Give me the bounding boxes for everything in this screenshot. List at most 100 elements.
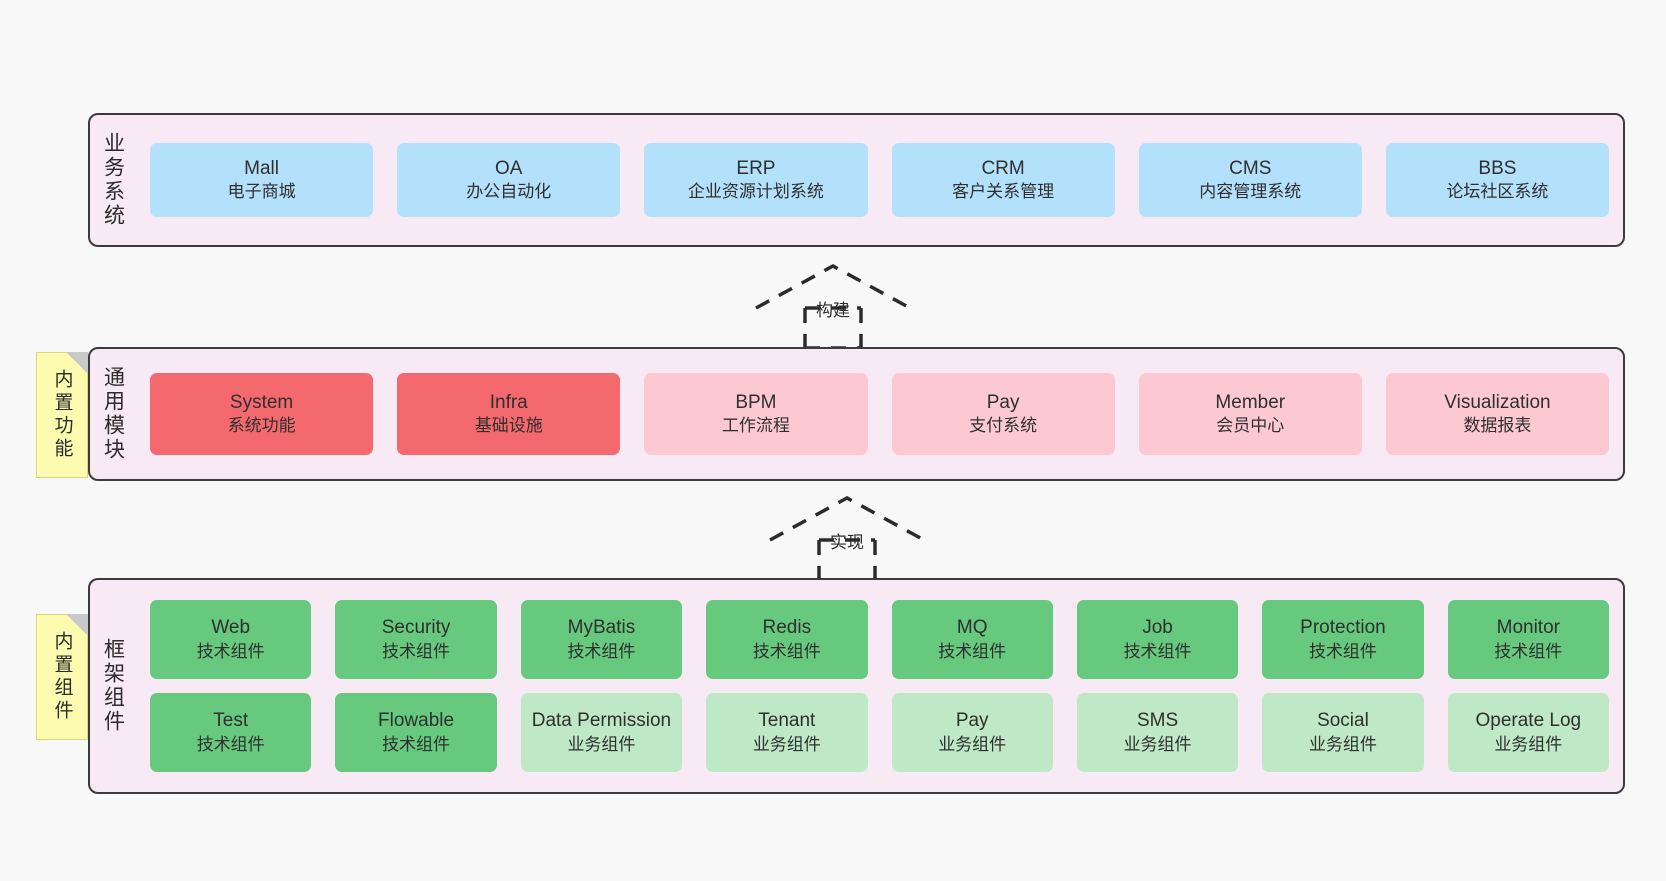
card-title: Redis: [762, 617, 812, 639]
connector-label-build: 构建: [816, 301, 850, 320]
panel-body-business-systems: Mall 电子商城 OA 办公自动化 ERP 企业资源计划系统 CRM 客户关系…: [136, 115, 1623, 245]
card-subtitle: 支付系统: [969, 416, 1038, 436]
card-oa[interactable]: OA 办公自动化: [397, 143, 621, 217]
card-flowable[interactable]: Flowable 技术组件: [335, 693, 497, 772]
panel-common-modules: 通用模块 System 系统功能 Infra 基础设施 BPM 工作流程 Pay…: [88, 347, 1625, 481]
card-subtitle: 办公自动化: [466, 182, 552, 202]
card-tenant[interactable]: Tenant 业务组件: [706, 693, 868, 772]
card-title: Security: [381, 617, 451, 639]
card-subtitle: 技术组件: [382, 734, 451, 754]
card-subtitle: 业务组件: [567, 734, 636, 754]
card-title: Test: [213, 710, 249, 732]
card-crm[interactable]: CRM 客户关系管理: [891, 143, 1115, 217]
card-title: Data Permission: [531, 710, 672, 732]
card-title: Job: [1142, 617, 1173, 639]
card-subtitle: 论坛社区系统: [1446, 182, 1549, 202]
card-security[interactable]: Security 技术组件: [335, 600, 497, 679]
card-row: Test 技术组件 Flowable 技术组件 Data Permission …: [150, 693, 1609, 772]
card-protection[interactable]: Protection 技术组件: [1262, 600, 1424, 679]
card-title: BBS: [1478, 157, 1517, 179]
card-subtitle: 技术组件: [752, 641, 821, 661]
card-title: OA: [495, 157, 523, 179]
connector-label-realize: 实现: [830, 533, 864, 552]
card-title: MQ: [956, 617, 988, 639]
card-title: Operate Log: [1475, 710, 1582, 732]
note-label: 内置组件: [51, 631, 73, 723]
card-title: Web: [211, 617, 251, 639]
card-web[interactable]: Web 技术组件: [150, 600, 312, 679]
card-bbs[interactable]: BBS 论坛社区系统: [1385, 143, 1610, 217]
card-title: MyBatis: [567, 617, 636, 639]
card-subtitle: 技术组件: [382, 641, 451, 661]
card-mall[interactable]: Mall 电子商城: [150, 143, 374, 217]
card-test[interactable]: Test 技术组件: [150, 693, 312, 772]
connector-realize: 实现: [762, 490, 932, 582]
card-subtitle: 技术组件: [1494, 641, 1563, 661]
card-visualization[interactable]: Visualization 数据报表: [1385, 373, 1610, 455]
card-mybatis[interactable]: MyBatis 技术组件: [520, 600, 683, 679]
card-title: Monitor: [1496, 617, 1560, 639]
note-label: 内置功能: [51, 369, 73, 461]
card-subtitle: 业务组件: [752, 734, 821, 754]
card-job[interactable]: Job 技术组件: [1076, 600, 1239, 679]
card-pay-module[interactable]: Pay 支付系统: [891, 373, 1115, 455]
card-subtitle: 业务组件: [1308, 734, 1377, 754]
card-monitor[interactable]: Monitor 技术组件: [1447, 600, 1609, 679]
card-subtitle: 系统功能: [227, 416, 296, 436]
card-sms[interactable]: SMS 业务组件: [1076, 693, 1239, 772]
card-operate-log[interactable]: Operate Log 业务组件: [1447, 693, 1609, 772]
card-title: SMS: [1136, 710, 1179, 732]
card-title: System: [229, 391, 294, 413]
card-pay-component[interactable]: Pay 业务组件: [891, 693, 1053, 772]
card-subtitle: 数据报表: [1463, 416, 1532, 436]
panel-label-common-modules: 通用模块: [101, 366, 125, 462]
card-subtitle: 技术组件: [938, 641, 1007, 661]
card-subtitle: 技术组件: [1308, 641, 1377, 661]
card-title: Pay: [986, 391, 1020, 413]
card-subtitle: 会员中心: [1216, 416, 1285, 436]
card-title: Tenant: [758, 710, 816, 732]
card-title: CRM: [981, 157, 1025, 179]
card-erp[interactable]: ERP 企业资源计划系统: [644, 143, 868, 217]
card-subtitle: 业务组件: [1123, 734, 1192, 754]
card-subtitle: 客户关系管理: [952, 182, 1055, 202]
card-system[interactable]: System 系统功能: [150, 373, 374, 455]
card-subtitle: 企业资源计划系统: [687, 182, 824, 202]
card-infra[interactable]: Infra 基础设施: [397, 373, 621, 455]
card-subtitle: 技术组件: [1123, 641, 1192, 661]
card-title: Pay: [955, 710, 989, 732]
card-title: BPM: [735, 391, 777, 413]
card-title: Protection: [1300, 617, 1386, 639]
card-social[interactable]: Social 业务组件: [1262, 693, 1424, 772]
panel-business-systems: 业务系统 Mall 电子商城 OA 办公自动化 ERP 企业资源计划系统 CRM…: [88, 113, 1625, 247]
card-title: ERP: [736, 157, 776, 179]
card-row: System 系统功能 Infra 基础设施 BPM 工作流程 Pay 支付系统…: [150, 373, 1610, 455]
card-subtitle: 技术组件: [567, 641, 636, 661]
card-title: Social: [1317, 710, 1369, 732]
connector-build: 构建: [748, 258, 918, 350]
card-row: Mall 电子商城 OA 办公自动化 ERP 企业资源计划系统 CRM 客户关系…: [150, 143, 1610, 217]
card-title: Member: [1215, 391, 1286, 413]
card-row: Web 技术组件 Security 技术组件 MyBatis 技术组件 Redi…: [150, 600, 1609, 679]
card-subtitle: 工作流程: [721, 416, 790, 436]
panel-body-common-modules: System 系统功能 Infra 基础设施 BPM 工作流程 Pay 支付系统…: [136, 349, 1623, 479]
card-member[interactable]: Member 会员中心: [1138, 373, 1362, 455]
panel-label-business-systems: 业务系统: [101, 132, 125, 228]
card-mq[interactable]: MQ 技术组件: [891, 600, 1053, 679]
card-title: Flowable: [378, 710, 455, 732]
card-title: Mall: [244, 157, 279, 179]
card-subtitle: 基础设施: [474, 416, 543, 436]
card-subtitle: 技术组件: [196, 641, 265, 661]
card-title: Visualization: [1444, 391, 1551, 413]
card-subtitle: 业务组件: [938, 734, 1007, 754]
card-bpm[interactable]: BPM 工作流程: [644, 373, 868, 455]
card-cms[interactable]: CMS 内容管理系统: [1138, 143, 1362, 217]
card-redis[interactable]: Redis 技术组件: [706, 600, 868, 679]
note-builtin-function: 内置功能: [36, 352, 88, 478]
panel-label-framework-components: 框架组件: [101, 638, 125, 734]
card-title: Infra: [489, 391, 528, 413]
card-subtitle: 内容管理系统: [1199, 182, 1302, 202]
card-data-permission[interactable]: Data Permission 业务组件: [520, 693, 683, 772]
note-builtin-component: 内置组件: [36, 614, 88, 740]
